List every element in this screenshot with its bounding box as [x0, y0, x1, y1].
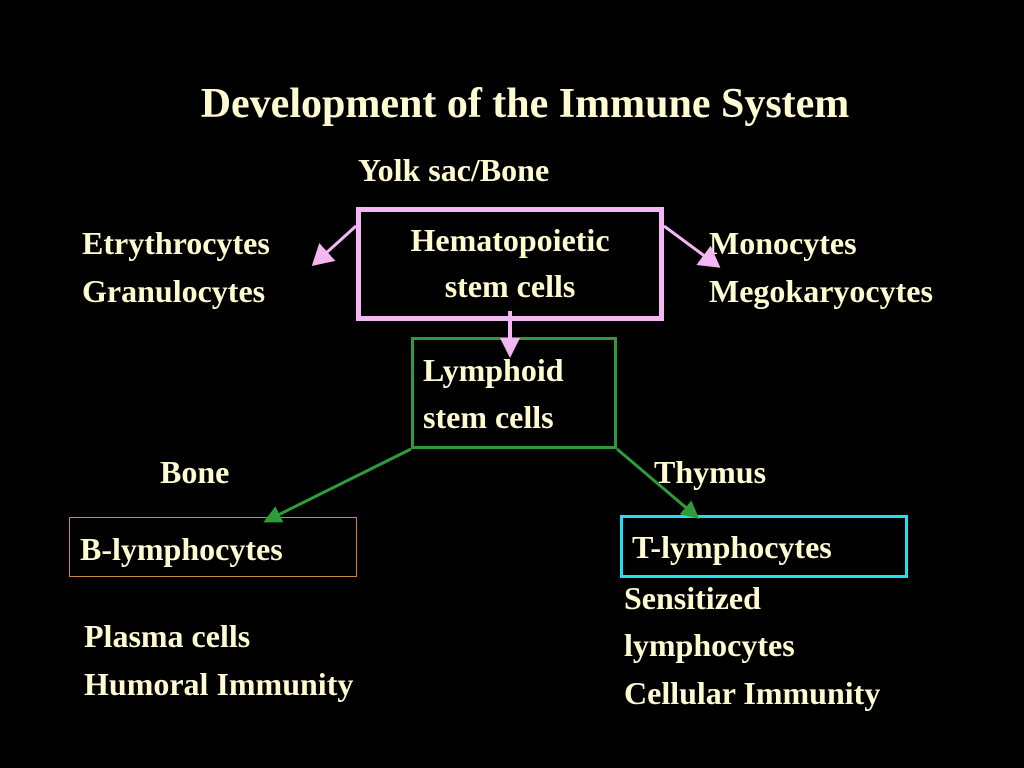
yolk-sac-bone-label: Yolk sac/Bone — [358, 152, 550, 188]
arrow-lymphoid-to-b-cells — [263, 447, 412, 523]
bone-label: Bone — [160, 454, 230, 490]
arrow-lymphoid-to-t-cells — [616, 447, 700, 519]
megakaryocytes-label: Megokaryocytes — [709, 273, 933, 309]
arrow-hsc-to-monocytes — [663, 224, 721, 268]
humoral-immunity-label: Humoral Immunity — [84, 666, 354, 702]
sensitized-label: Sensitized — [624, 580, 761, 616]
t-lymphocytes-box — [620, 515, 908, 578]
thymus-label: Thymus — [654, 454, 767, 490]
erythrocytes-label: Etrythrocytes — [82, 225, 270, 261]
lymphocytes-label: lymphocytes — [624, 627, 795, 663]
plasma-cells-label: Plasma cells — [84, 618, 251, 654]
b-lymphocytes-box — [69, 517, 357, 577]
cellular-immunity-label: Cellular Immunity — [624, 675, 881, 711]
slide-title: Development of the Immune System — [200, 81, 850, 127]
lymphoid-label-line2: stem cells — [423, 399, 554, 435]
monocytes-label: Monocytes — [709, 225, 857, 261]
hematopoietic-label-line1: Hematopoietic — [410, 222, 610, 258]
b-lymphocytes-label: B-lymphocytes — [80, 531, 283, 567]
lymphoid-label-line1: Lymphoid — [423, 352, 564, 388]
granulocytes-label: Granulocytes — [82, 273, 266, 309]
arrow-hsc-to-erythrocytes — [311, 224, 358, 267]
t-lymphocytes-label: T-lymphocytes — [632, 529, 832, 565]
hematopoietic-label-line2: stem cells — [444, 268, 576, 304]
